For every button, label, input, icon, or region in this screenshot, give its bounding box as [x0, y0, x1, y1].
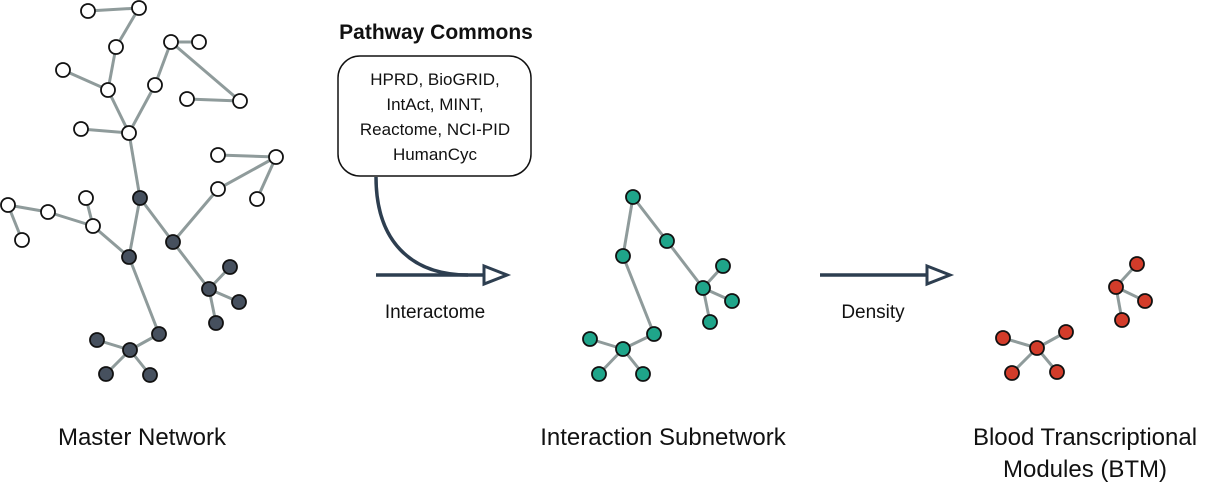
subnetwork-nodes [582, 189, 740, 382]
network-node [80, 3, 96, 19]
network-node [635, 366, 651, 382]
network-node-selected [208, 315, 224, 331]
network-node [85, 218, 101, 234]
network-node-selected [151, 326, 167, 342]
interaction-subnetwork [582, 189, 740, 382]
master-network-nodes [0, 0, 284, 383]
network-node-selected [132, 190, 148, 206]
network-node [702, 314, 718, 330]
network-node-selected [122, 342, 138, 358]
database-list-line: HPRD, BioGRID, [370, 70, 499, 89]
network-node-selected [121, 249, 137, 265]
network-node [1137, 293, 1153, 309]
master-network-label: Master Network [58, 424, 227, 451]
network-node [1029, 340, 1045, 356]
network-node [646, 326, 662, 342]
btm-modules [995, 256, 1153, 381]
network-node [121, 125, 137, 141]
subnetwork-label: Interaction Subnetwork [540, 424, 786, 451]
network-node [1108, 279, 1124, 295]
network-node [1058, 324, 1074, 340]
network-node [73, 121, 89, 137]
network-node-selected [201, 281, 217, 297]
density-arrow [820, 263, 955, 287]
arrow-head-icon [482, 263, 512, 287]
network-node [14, 232, 30, 248]
network-node [55, 62, 71, 78]
network-node [995, 330, 1011, 346]
database-box [337, 55, 532, 177]
network-node [659, 233, 675, 249]
network-node [163, 34, 179, 50]
density-label: Density [841, 302, 905, 323]
btm-label-line2: Modules (BTM) [1003, 456, 1167, 483]
network-node [268, 149, 284, 165]
arrow-head-icon [925, 263, 955, 287]
network-node [100, 82, 116, 98]
network-node-selected [142, 367, 158, 383]
network-node [1129, 256, 1145, 272]
network-node [232, 93, 248, 109]
interactome-arrow [374, 176, 512, 287]
network-node-selected [98, 366, 114, 382]
network-node [210, 181, 226, 197]
network-node [210, 147, 226, 163]
network-node-selected [89, 332, 105, 348]
database-list-line: HumanCyc [393, 145, 478, 164]
network-node [582, 331, 598, 347]
network-node [715, 258, 731, 274]
network-node [131, 0, 147, 16]
network-node [724, 293, 740, 309]
network-node [1004, 365, 1020, 381]
database-list-line: Reactome, NCI-PID [360, 120, 510, 139]
network-node [695, 280, 711, 296]
network-node-selected [165, 234, 181, 250]
network-node [78, 190, 94, 206]
source-title: Pathway Commons [339, 21, 533, 44]
network-node [615, 341, 631, 357]
master-network [0, 0, 284, 383]
network-node [108, 39, 124, 55]
network-node [1114, 312, 1130, 328]
network-node [0, 197, 16, 213]
network-node-selected [231, 294, 247, 310]
interactome-label: Interactome [385, 302, 485, 323]
network-node [249, 191, 265, 207]
network-node [1049, 364, 1065, 380]
network-node [191, 34, 207, 50]
database-list-line: IntAct, MINT, [386, 95, 483, 114]
network-node [179, 91, 195, 107]
btm-nodes [995, 256, 1153, 381]
subnetwork-edges [589, 196, 733, 376]
network-node [591, 366, 607, 382]
network-node [615, 248, 631, 264]
network-node [40, 204, 56, 220]
btm-label-line1: Blood Transcriptional [973, 424, 1197, 451]
network-node [625, 189, 641, 205]
network-node [147, 77, 163, 93]
network-node-selected [222, 259, 238, 275]
